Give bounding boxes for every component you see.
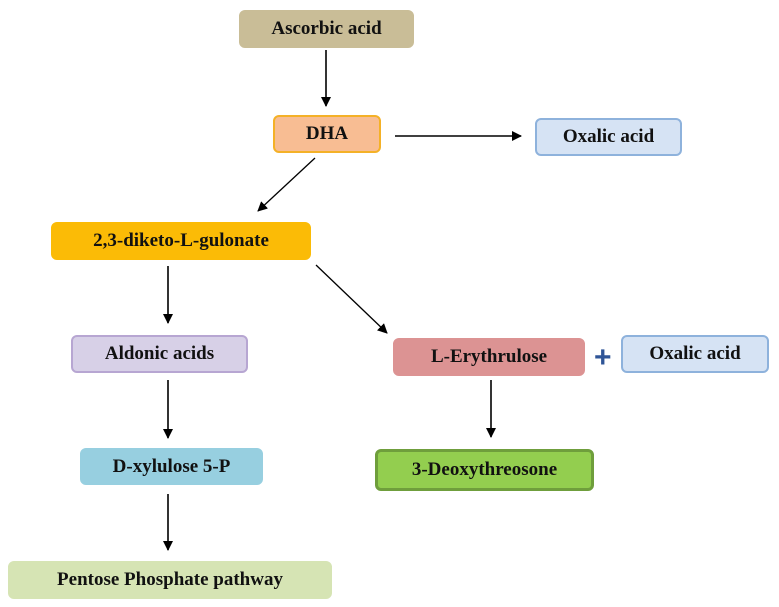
- node-l-erythrulose: L-Erythrulose: [393, 338, 585, 376]
- plus-sign: +: [594, 341, 612, 374]
- node-diketo-gulonate: 2,3-diketo-L-gulonate: [51, 222, 311, 260]
- node-oxalic-acid-top: Oxalic acid: [535, 118, 682, 156]
- arrow-dha-to-diketo: [257, 157, 316, 212]
- node-pentose-pathway: Pentose Phosphate pathway: [8, 561, 332, 599]
- node-deoxythreosone: 3-Deoxythreosone: [375, 449, 594, 491]
- node-aldonic-acids: Aldonic acids: [71, 335, 248, 373]
- arrow-diketo-to-erythrulose: [315, 264, 388, 334]
- node-d-xylulose: D-xylulose 5-P: [80, 448, 263, 485]
- node-ascorbic-acid: Ascorbic acid: [239, 10, 414, 48]
- node-dha: DHA: [273, 115, 381, 153]
- node-oxalic-acid-right: Oxalic acid: [621, 335, 769, 373]
